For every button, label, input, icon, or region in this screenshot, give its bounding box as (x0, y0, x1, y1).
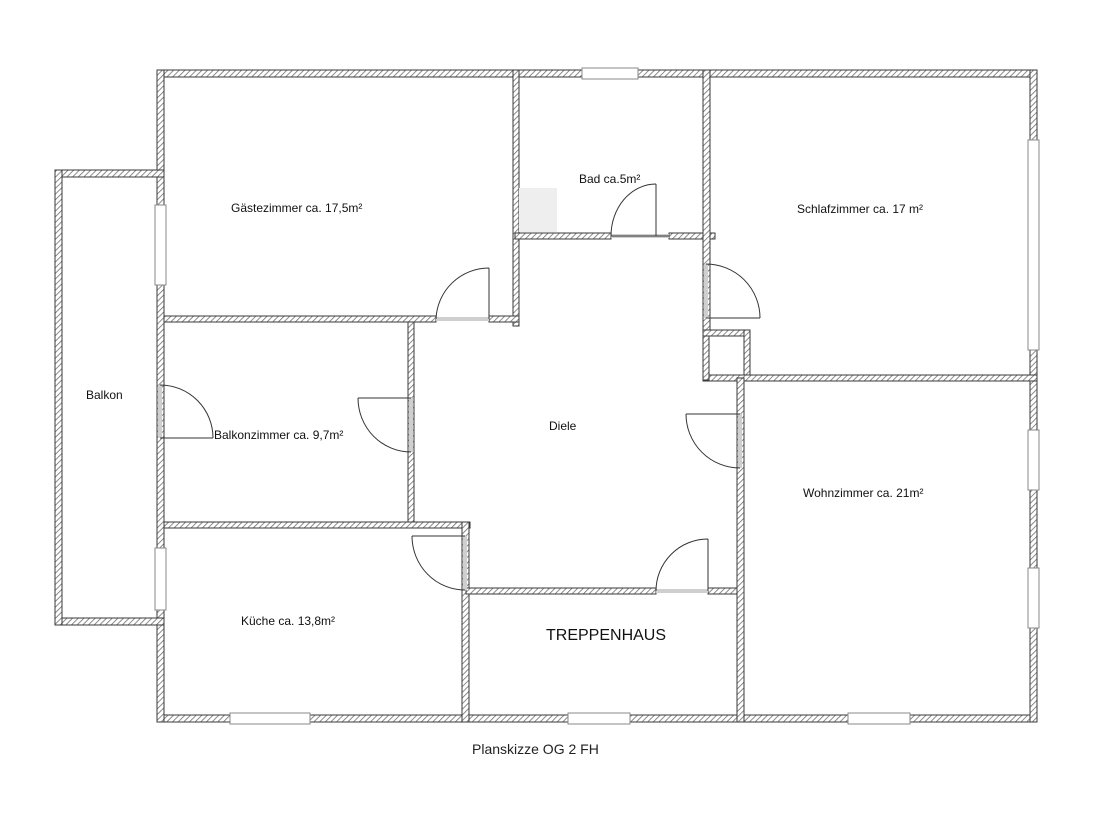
wall-treppe-top-b (707, 587, 741, 595)
doors (158, 183, 761, 593)
wall-schlaf-bottom (702, 374, 1038, 382)
wall-gaeste-bad (512, 69, 520, 327)
bad-fixture (519, 188, 557, 232)
wall-kueche-right (461, 521, 470, 723)
wall-balkon-top (54, 169, 165, 178)
wall-outer-right-lower (1029, 375, 1038, 723)
label-balkonzimmer: Balkonzimmer ca. 9,7m² (214, 428, 343, 442)
wall-closet-right (743, 329, 751, 381)
window-wohn-bottom (847, 712, 911, 725)
wall-balkon-left (54, 169, 63, 626)
label-wohnzimmer: Wohnzimmer ca. 21m² (803, 486, 923, 500)
walls (54, 69, 1038, 723)
label-gaestezimmer: Gästezimmer ca. 17,5m² (231, 201, 362, 215)
door-gaestezimmer (435, 267, 490, 321)
label-schlafzimmer: Schlafzimmer ca. 17 m² (797, 202, 923, 216)
wall-treppe-top-a (465, 587, 657, 595)
door-balkonzimmer-balkon (158, 384, 214, 439)
plan-caption: Planskizze OG 2 FH (472, 741, 599, 757)
window-wohn-right-2 (1027, 567, 1040, 629)
wall-gaeste-bottom-a (163, 315, 437, 323)
door-kueche (411, 535, 467, 591)
room-labels: Balkon Gästezimmer ca. 17,5m² Bad ca.5m²… (86, 172, 923, 757)
window-kueche-balkon (154, 547, 167, 611)
wall-balkonzimmer-bottom (163, 521, 471, 529)
window-schlaf-right (1027, 139, 1040, 351)
door-schlafzimmer (704, 263, 761, 319)
label-treppenhaus: TREPPENHAUS (546, 627, 666, 644)
window-gaeste-balkon (154, 204, 167, 286)
wall-balkon-bottom (54, 617, 165, 626)
window-wohn-right (1027, 429, 1040, 491)
wall-gaeste-bottom-b (488, 315, 520, 323)
windows (154, 67, 1040, 725)
label-balkon: Balkon (86, 388, 123, 402)
window-kueche-bottom (229, 712, 311, 725)
door-bad (610, 183, 669, 238)
wall-diele-right-top (702, 335, 710, 381)
label-diele: Diele (549, 419, 577, 433)
window-treppe-bottom (567, 712, 631, 725)
door-wohnzimmer (685, 413, 742, 469)
wall-closet-top (702, 329, 751, 337)
wall-wohn-left (736, 377, 745, 723)
door-balkonzimmer-diele (357, 397, 413, 453)
label-bad: Bad ca.5m² (579, 172, 640, 186)
window-bad-top (581, 67, 639, 80)
wall-bad-bottom-a (514, 232, 612, 240)
door-treppenhaus (655, 538, 709, 593)
label-kueche: Küche ca. 13,8m² (241, 614, 335, 628)
